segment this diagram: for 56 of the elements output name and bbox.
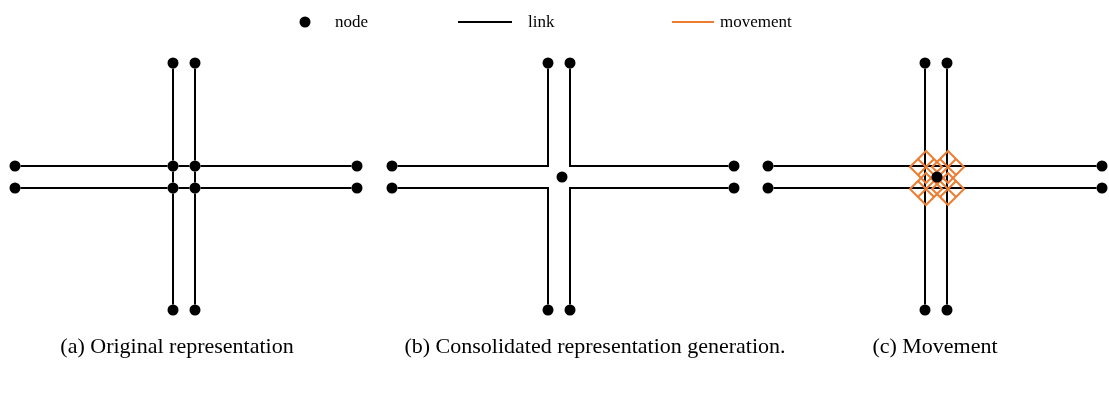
node-dot	[919, 304, 931, 316]
link-line	[19, 165, 169, 167]
link-line	[194, 192, 196, 306]
caption: (a) Original representation	[59, 332, 295, 360]
node-dot	[1096, 160, 1108, 172]
link-line	[569, 67, 730, 167]
node-dot	[931, 171, 943, 183]
link-line	[199, 187, 353, 189]
caption: (b) Consolidated representation generation.	[403, 332, 787, 360]
link-line	[199, 165, 353, 167]
node-dot	[167, 160, 179, 172]
node-dot	[167, 304, 179, 316]
node-dot	[762, 160, 774, 172]
link-line	[772, 165, 1098, 167]
node-dot	[564, 57, 576, 69]
node-dot	[167, 182, 179, 194]
node-dot	[919, 57, 931, 69]
link-line	[772, 187, 1098, 189]
link-line	[177, 187, 191, 189]
legend-label: movement	[720, 12, 792, 32]
node-dot	[762, 182, 774, 194]
legend-label: link	[528, 12, 555, 32]
node-dot	[556, 171, 568, 183]
node-dot	[1096, 182, 1108, 194]
node-dot	[351, 182, 363, 194]
node-dot	[9, 160, 21, 172]
node-dot	[189, 160, 201, 172]
node-dot	[542, 57, 554, 69]
link-line	[172, 67, 174, 162]
node-dot	[728, 160, 740, 172]
node-dot	[386, 160, 398, 172]
link-line	[396, 187, 549, 306]
legend-label: node	[335, 12, 369, 32]
node-dot	[351, 160, 363, 172]
link-line	[194, 170, 196, 184]
node-dot	[189, 57, 201, 69]
node-dot	[189, 182, 201, 194]
node-dot	[941, 57, 953, 69]
node-dot	[386, 182, 398, 194]
node-dot	[941, 304, 953, 316]
link-line	[569, 187, 730, 306]
link-line	[194, 67, 196, 162]
node-dot	[9, 182, 21, 194]
node-dot	[542, 304, 554, 316]
caption: (c) Movement	[871, 332, 999, 360]
node-dot	[167, 57, 179, 69]
node-dot	[728, 182, 740, 194]
link-line	[924, 67, 926, 306]
link-line	[396, 67, 549, 167]
link-line	[172, 170, 174, 184]
node-dot	[564, 304, 576, 316]
link-line	[19, 187, 169, 189]
link-line	[946, 67, 948, 306]
node-dot	[189, 304, 201, 316]
link-line	[177, 165, 191, 167]
link-line	[172, 192, 174, 306]
